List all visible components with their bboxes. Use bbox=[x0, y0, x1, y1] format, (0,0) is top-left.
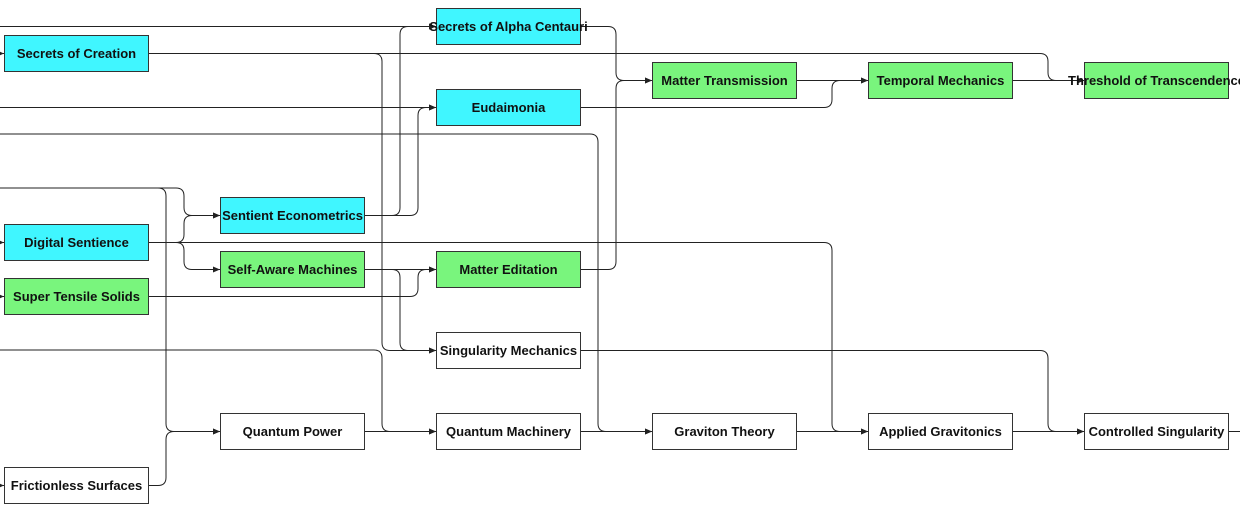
node-controlled-singularity[interactable]: Controlled Singularity bbox=[1084, 413, 1229, 450]
edge-offscreen-to-quantum-power bbox=[0, 187, 220, 435]
edge-offscreen-to-graviton-theory bbox=[0, 133, 652, 435]
node-eudaimonia[interactable]: Eudaimonia bbox=[436, 89, 581, 126]
node-super-tensile-solids[interactable]: Super Tensile Solids bbox=[4, 278, 149, 315]
edge-digital_sentience-to-self_aware_machines bbox=[149, 242, 220, 273]
edge-eudaimonia-to-temporal_mechanics bbox=[581, 77, 868, 108]
node-self-aware-machines[interactable]: Self-Aware Machines bbox=[220, 251, 365, 288]
edge-offscreen-to-quantum-machinery bbox=[0, 349, 436, 435]
edge-frictionless_surfaces-to-quantum_power bbox=[149, 428, 220, 486]
node-matter-editation[interactable]: Matter Editation bbox=[436, 251, 581, 288]
node-sentient-econometrics[interactable]: Sentient Econometrics bbox=[220, 197, 365, 234]
edge-super_tensile_solids-to-matter_editation bbox=[149, 266, 436, 297]
node-threshold-of-transcendence[interactable]: Threshold of Transcendence bbox=[1068, 62, 1240, 99]
node-secrets-of-alpha-centauri[interactable]: Secrets of Alpha Centauri bbox=[429, 8, 588, 45]
node-quantum-machinery[interactable]: Quantum Machinery bbox=[436, 413, 581, 450]
node-quantum-power[interactable]: Quantum Power bbox=[220, 413, 365, 450]
node-temporal-mechanics[interactable]: Temporal Mechanics bbox=[868, 62, 1013, 99]
node-singularity-mechanics[interactable]: Singularity Mechanics bbox=[436, 332, 581, 369]
edge-matter_editation-to-matter_transmission bbox=[581, 77, 652, 270]
edge-sentient_econometrics-to-secrets_of_alpha_centauri bbox=[365, 23, 436, 216]
edge-digital_sentience-to-sentient_econometrics bbox=[149, 212, 220, 243]
edge-offscreen-to-sentient-econometrics bbox=[0, 187, 220, 219]
node-applied-gravitonics[interactable]: Applied Gravitonics bbox=[868, 413, 1013, 450]
node-digital-sentience[interactable]: Digital Sentience bbox=[4, 224, 149, 261]
node-secrets-of-creation[interactable]: Secrets of Creation bbox=[4, 35, 149, 72]
node-matter-transmission[interactable]: Matter Transmission bbox=[652, 62, 797, 99]
edge-secrets_of_creation-to-threshold_of_transcendence bbox=[149, 53, 1084, 84]
edge-secrets_of_creation-to-singularity_mechanics bbox=[149, 53, 436, 354]
node-frictionless-surfaces[interactable]: Frictionless Surfaces bbox=[4, 467, 149, 504]
edge-self_aware_machines-to-singularity_mechanics bbox=[365, 269, 436, 354]
node-graviton-theory[interactable]: Graviton Theory bbox=[652, 413, 797, 450]
